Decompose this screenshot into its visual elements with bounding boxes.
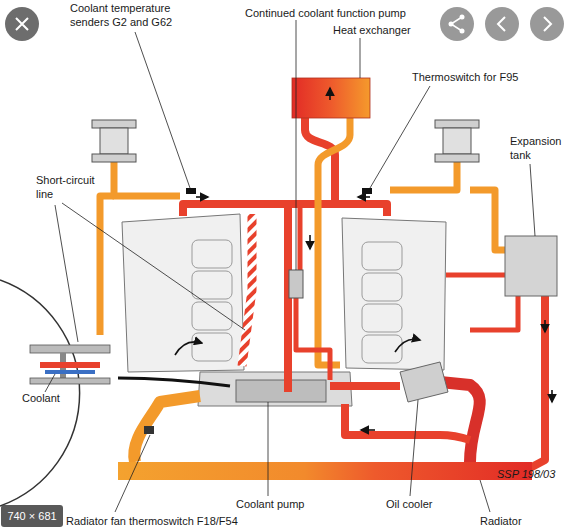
- radiator-outlet-pipe: [440, 382, 480, 462]
- heater-pipe: [114, 162, 180, 196]
- tank-pipe: [470, 296, 518, 330]
- heat-exchanger-return: [318, 118, 350, 365]
- leader-line: [45, 374, 55, 392]
- share-icon: [460, 29, 465, 34]
- callout-label: Short-circuit line: [36, 173, 111, 201]
- leader-line: [360, 38, 361, 78]
- heater-pipe: [390, 162, 457, 190]
- flow-arrow: [309, 235, 311, 249]
- inset-housing: [30, 378, 110, 384]
- valve-flange: [92, 154, 136, 162]
- cylinder: [192, 271, 232, 299]
- flow-arrow: [551, 390, 553, 402]
- callout-label: Radiator fan thermoswitch F18/F54: [66, 514, 276, 528]
- size-badge: [1, 505, 63, 527]
- close-button: [5, 7, 39, 41]
- leader-line: [530, 164, 535, 236]
- leader-line: [268, 402, 269, 496]
- heat-exchanger: [292, 78, 370, 118]
- cylinder: [362, 335, 402, 363]
- inset-coolant: [40, 362, 100, 368]
- leader-line: [115, 435, 150, 512]
- expansion-tank: [505, 236, 557, 296]
- share-icon: [460, 15, 465, 20]
- leader-line: [480, 480, 490, 512]
- callout-label: Continued coolant function pump: [245, 6, 445, 20]
- cylinder: [362, 242, 402, 270]
- valve-body: [443, 128, 471, 154]
- back-button: [485, 7, 519, 41]
- reference-number: SSP 198/03: [497, 467, 572, 481]
- valve-flange: [435, 154, 479, 162]
- radiator-inlet-pipe: [134, 396, 200, 462]
- flow-arrow: [395, 339, 420, 352]
- thermoswitch: [362, 188, 372, 194]
- temperature-sender: [186, 188, 196, 194]
- leader-line: [296, 20, 297, 270]
- leader-line: [62, 203, 245, 330]
- flow-arrow: [175, 342, 202, 355]
- coolant-pump: [236, 380, 326, 402]
- cylinder: [362, 273, 402, 301]
- callout-label: Oil cooler: [386, 497, 466, 511]
- leader-line: [55, 205, 78, 342]
- callout-label: Thermoswitch for F95: [412, 70, 552, 84]
- continued-pump: [289, 270, 303, 298]
- fan-thermoswitch: [144, 426, 154, 434]
- back-icon: [498, 17, 505, 31]
- forward-icon: [544, 17, 551, 31]
- forward-button: [530, 7, 564, 41]
- tank-vent-pipe: [470, 190, 505, 250]
- flow-arrow: [361, 429, 375, 431]
- cylinder: [362, 304, 402, 332]
- radiator: [118, 462, 532, 480]
- leader-line: [410, 400, 418, 496]
- callout-label: Expansion tank: [510, 134, 570, 162]
- tank-return-pipe: [446, 273, 505, 278]
- flow-arrow: [196, 196, 208, 198]
- right-cylinder-bank: [342, 218, 446, 370]
- flow-arrow: [544, 320, 546, 332]
- cylinder: [192, 333, 232, 361]
- tank-radiator-pipe: [530, 296, 545, 468]
- bypass-line: [118, 378, 230, 386]
- callout-label: Radiator: [480, 514, 550, 528]
- share-button: [440, 7, 474, 41]
- centre-pipe: [284, 208, 292, 392]
- close-icon: [16, 18, 28, 30]
- flow-arrow: [329, 88, 331, 100]
- leader-line: [135, 32, 190, 188]
- inset-valve: [45, 370, 95, 374]
- return-pipe: [345, 404, 470, 440]
- size-badge-text: 740 × 681: [2, 509, 62, 523]
- left-cylinder-bank: [122, 214, 244, 372]
- share-icon: [449, 22, 454, 27]
- short-circuit-pipe: [242, 214, 252, 366]
- valve-flange: [435, 120, 479, 128]
- cylinder: [192, 240, 232, 268]
- oil-cooler: [400, 362, 448, 402]
- inset-housing: [30, 345, 110, 353]
- valve-flange: [92, 120, 136, 128]
- callout-label: Coolant temperature senders G2 and G62: [70, 1, 185, 29]
- leader-line: [370, 86, 430, 188]
- pump-outlet-pipe: [296, 298, 330, 380]
- heater-return-pipe: [100, 196, 114, 335]
- cylinder: [192, 302, 232, 330]
- pump-feed-pipe: [298, 208, 303, 270]
- callout-label: Coolant: [22, 391, 82, 405]
- callout-label: Coolant pump: [236, 497, 336, 511]
- callout-label: Heat exchanger: [333, 23, 433, 37]
- flow-arrow: [358, 196, 370, 198]
- oil-cooler-pipe: [330, 382, 400, 390]
- valve-body: [100, 128, 128, 154]
